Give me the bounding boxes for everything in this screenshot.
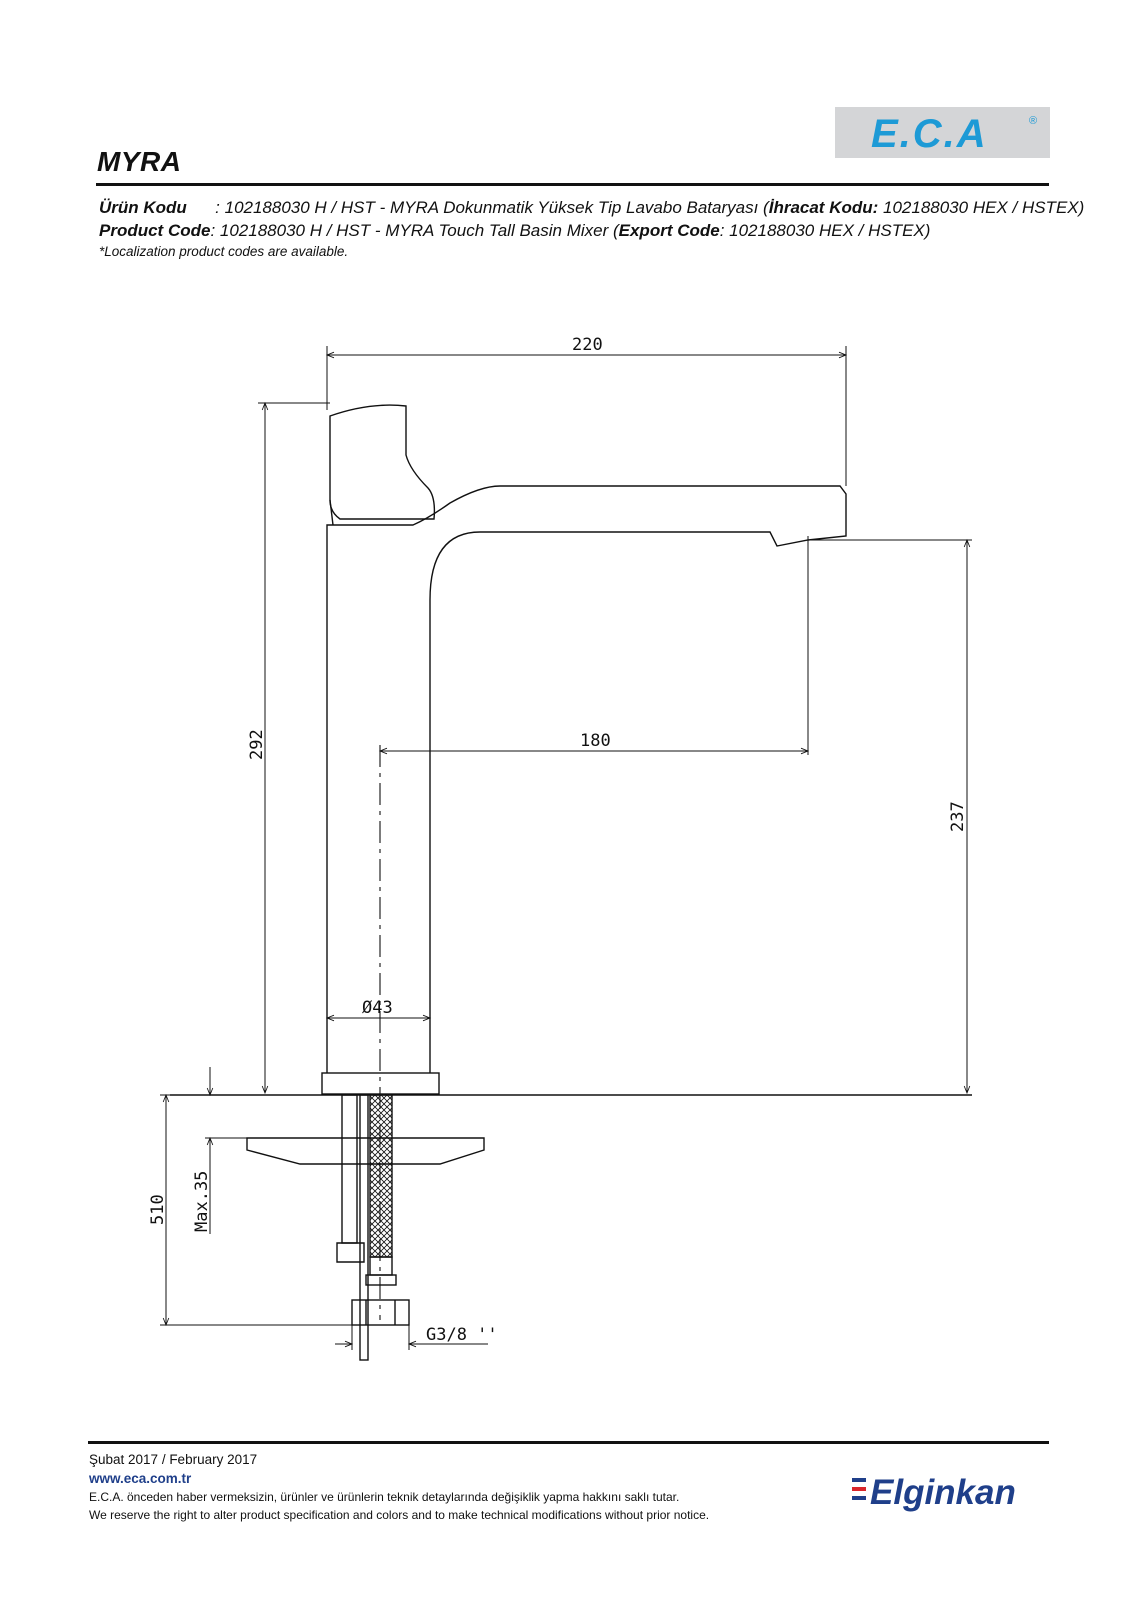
dim-max-thickness-label: Max.35 (192, 1171, 212, 1232)
eca-logo-text: E.C.A (871, 112, 988, 156)
english-product-code: Product Code: 102188030 H / HST - MYRA T… (99, 221, 930, 241)
en-code-label: Product Code (99, 221, 211, 240)
elginkan-logo: Elginkan (850, 1466, 1050, 1514)
dim-hose-length-label: 510 (148, 1194, 168, 1225)
dim-length-label: 220 (572, 335, 603, 355)
website-link[interactable]: www.eca.com.tr (89, 1471, 192, 1486)
dim-diameter-label: Ø43 (362, 998, 393, 1018)
footer-divider (88, 1441, 1049, 1444)
faucet-body (326, 485, 847, 1073)
tr-code-label: Ürün Kodu (99, 198, 187, 217)
dim-connection-label: G3/8 '' (426, 1325, 498, 1345)
dim-height-label: 292 (247, 729, 267, 760)
fixing-plate (246, 1137, 485, 1165)
localization-note: *Localization product codes are availabl… (99, 244, 349, 259)
technical-drawing: 220 292 180 237 Ø43 Max.35 510 G3/8 '' (148, 335, 972, 1361)
braided-hose (369, 1094, 393, 1258)
elginkan-logo-text: Elginkan (870, 1473, 1016, 1512)
en-code-text: : 102188030 H / HST - MYRA Touch Tall Ba… (210, 221, 619, 240)
tr-export-label: İhracat Kodu: (768, 198, 879, 217)
en-export-label: Export Code (618, 221, 720, 240)
eca-logo: E.C.A ® (835, 107, 1050, 158)
eca-logo-icon: E.C.A ® (871, 112, 1037, 156)
mounting-rod (341, 1094, 358, 1244)
dim-reach-label: 180 (580, 731, 611, 751)
faucet-handle (329, 404, 436, 520)
disclaimer-english: We reserve the right to alter product sp… (89, 1508, 710, 1522)
hose-nut (351, 1299, 410, 1326)
tr-export-value: 102188030 HEX / HSTEX) (878, 198, 1085, 217)
elginkan-logo-icon: Elginkan (852, 1473, 1016, 1512)
en-export-value: : 102188030 HEX / HSTEX) (719, 221, 931, 240)
publication-date: Şubat 2017 / February 2017 (89, 1452, 258, 1467)
dim-spout-height-label: 237 (948, 801, 968, 832)
header-divider (96, 183, 1049, 186)
tr-code-text: : 102188030 H / HST - MYRA Dokunmatik Yü… (186, 198, 769, 217)
product-title: MYRA (97, 146, 182, 177)
turkish-product-code: Ürün Kodu : 102188030 H / HST - MYRA Dok… (99, 198, 1084, 218)
registered-mark: ® (1029, 115, 1037, 127)
disclaimer-turkish: E.C.A. önceden haber vermeksizin, ürünle… (89, 1490, 680, 1504)
